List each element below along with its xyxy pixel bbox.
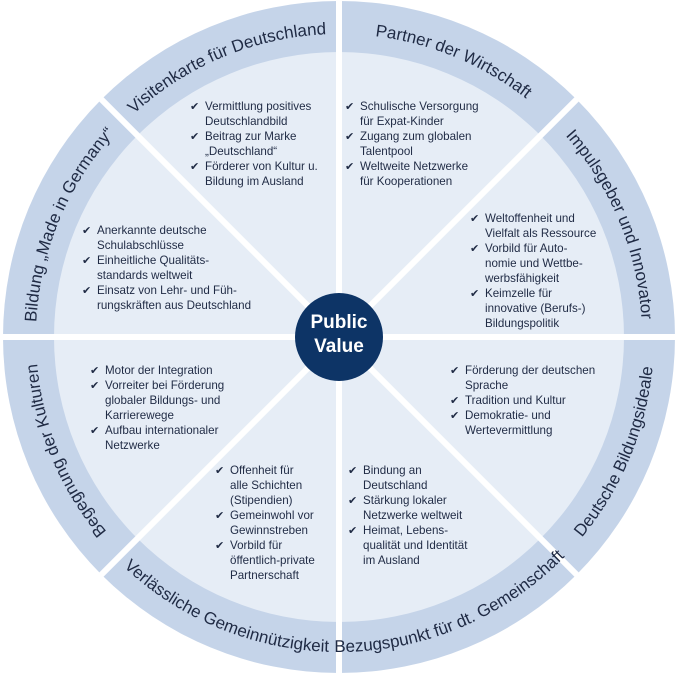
bullet-text: werbsfähigkeit bbox=[484, 272, 560, 285]
bullet-text: Tradition und Kultur bbox=[465, 394, 566, 407]
bullet-text: Offenheit für bbox=[230, 464, 294, 477]
bullet-text: Förderer von Kultur u. bbox=[205, 160, 318, 173]
check-icon: ✔ bbox=[190, 160, 199, 173]
check-icon: ✔ bbox=[215, 509, 224, 522]
check-icon: ✔ bbox=[82, 224, 91, 237]
bullet-text: standards weltweit bbox=[97, 269, 193, 282]
check-icon: ✔ bbox=[345, 160, 354, 173]
bullet-text: qualität und Identität bbox=[363, 539, 468, 552]
bullet-text: Vorbild für bbox=[230, 539, 282, 552]
bullet-text: Stärkung lokaler bbox=[363, 494, 447, 507]
bullet-text: für Kooperationen bbox=[360, 175, 452, 188]
bullet-text: Keimzelle für bbox=[485, 287, 552, 300]
segment-bullets: ✔ Bindung an Deutschland ✔ Stärkung lokalerN… bbox=[348, 464, 468, 567]
check-icon: ✔ bbox=[90, 364, 99, 377]
bullet-text: Einheitliche Qualitäts- bbox=[97, 254, 209, 267]
bullet-text: Deutschlandbild bbox=[205, 115, 288, 128]
segment-bullets: ✔ Motor der Integration ✔ Vorreiter bei För… bbox=[90, 364, 224, 452]
bullet-text: Einsatz von Lehr- und Füh- bbox=[97, 284, 237, 297]
bullet-text: Wertevermittlung bbox=[465, 424, 552, 437]
check-icon: ✔ bbox=[82, 254, 91, 267]
bullet-text: Schulabschlüsse bbox=[97, 239, 184, 252]
bullet-text: Anerkannte deutsche bbox=[97, 224, 207, 237]
check-icon: ✔ bbox=[450, 409, 459, 422]
check-icon: ✔ bbox=[215, 464, 224, 477]
bullet-text: öffentlich-private bbox=[230, 554, 315, 567]
bullet-text: Karrierewege bbox=[105, 409, 174, 422]
check-icon: ✔ bbox=[348, 464, 357, 477]
check-icon: ✔ bbox=[345, 100, 354, 113]
bullet-text: globaler Bildungs- und bbox=[105, 394, 220, 407]
bullet-text: Sprache bbox=[465, 379, 508, 392]
check-icon: ✔ bbox=[90, 424, 99, 437]
bullet-text: Beitrag zur Marke bbox=[205, 130, 297, 143]
check-icon: ✔ bbox=[190, 130, 199, 143]
bullet-text: Bildung im Ausland bbox=[205, 175, 304, 188]
check-icon: ✔ bbox=[190, 100, 199, 113]
bullet-text: Weltoffenheit und bbox=[485, 212, 575, 225]
check-icon: ✔ bbox=[215, 539, 224, 552]
bullet-text: Gewinnstreben bbox=[230, 524, 308, 537]
center-title-line1: Public bbox=[310, 312, 367, 333]
bullet-text: alle Schichten bbox=[230, 479, 302, 492]
center-title-line2: Value bbox=[314, 336, 364, 357]
bullet-text: Vorreiter bei Förderung bbox=[105, 379, 224, 392]
bullet-text: Netzwerke weltweit bbox=[363, 509, 463, 522]
bullet-text: Netzwerke bbox=[105, 439, 160, 452]
bullet-text: Deutschland bbox=[363, 479, 427, 492]
bullet-text: Förderung der deutschen bbox=[465, 364, 595, 377]
segment-bullets: ✔ Offenheit für alle Schichten (Stipendien)… bbox=[215, 464, 315, 582]
bullet-text: für Expat-Kinder bbox=[360, 115, 444, 128]
bullet-text: rungskräften aus Deutschland bbox=[97, 299, 251, 312]
bullet-text: Motor der Integration bbox=[105, 364, 213, 377]
check-icon: ✔ bbox=[90, 379, 99, 392]
check-icon: ✔ bbox=[348, 524, 357, 537]
bullet-text: (Stipendien) bbox=[230, 494, 293, 507]
bullet-text: Bildungspolitik bbox=[485, 317, 559, 330]
bullet-text: Heimat, Lebens- bbox=[363, 524, 448, 537]
bullet-text: innovative (Berufs-) bbox=[485, 302, 586, 315]
bullet-text: Schulische Versorgung bbox=[360, 100, 479, 113]
segment-bullets: ✔ Schulische Versorgung für Expat-Kinder ✔ Z… bbox=[345, 100, 479, 188]
bullet-text: Vielfalt als Ressource bbox=[485, 227, 596, 240]
bullet-text: Weltweite Netzwerke bbox=[360, 160, 468, 173]
bullet-text: Demokratie- und bbox=[465, 409, 551, 422]
bullet-text: Zugang zum globalen bbox=[360, 130, 472, 143]
bullet-text: im Ausland bbox=[363, 554, 420, 567]
bullet-text: „Deutschland“ bbox=[205, 145, 277, 158]
bullet-text: Aufbau internationaler bbox=[105, 424, 219, 437]
bullet-text: Partnerschaft bbox=[230, 569, 300, 582]
bullet-text: Vorbild für Auto- bbox=[485, 242, 568, 255]
check-icon: ✔ bbox=[470, 242, 479, 255]
check-icon: ✔ bbox=[82, 284, 91, 297]
check-icon: ✔ bbox=[470, 212, 479, 225]
check-icon: ✔ bbox=[450, 394, 459, 407]
check-icon: ✔ bbox=[348, 494, 357, 507]
bullet-text: Talentpool bbox=[360, 145, 413, 158]
bullet-text: Vermittlung positives bbox=[205, 100, 312, 113]
check-icon: ✔ bbox=[470, 287, 479, 300]
bullet-text: Bindung an bbox=[363, 464, 422, 477]
bullet-text: nomie und Wettbe- bbox=[485, 257, 583, 270]
check-icon: ✔ bbox=[450, 364, 459, 377]
check-icon: ✔ bbox=[345, 130, 354, 143]
center-hub bbox=[295, 293, 383, 381]
bullet-text: Gemeinwohl vor bbox=[230, 509, 314, 522]
